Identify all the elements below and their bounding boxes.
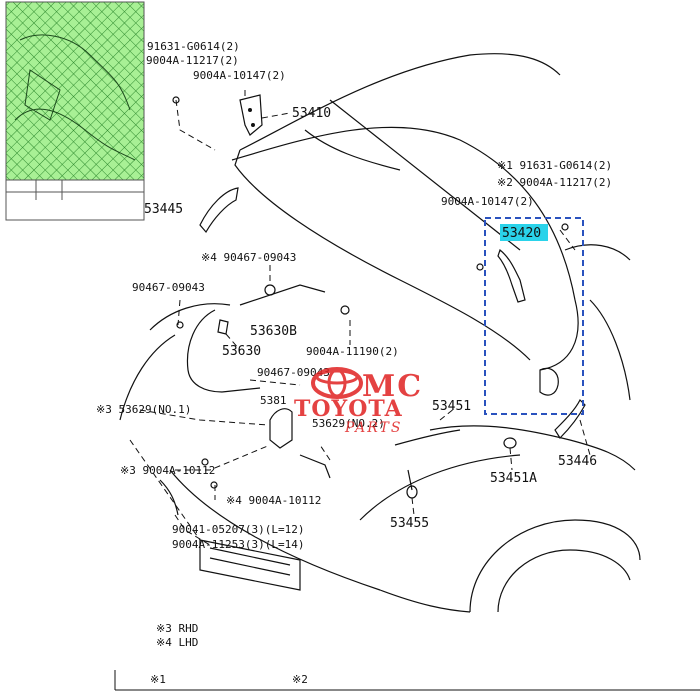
hood-stay-rod: [186, 284, 326, 393]
label-part-53445: 53445: [144, 202, 183, 217]
small-parts: [172, 96, 586, 499]
legend-x4: ※4 LHD: [156, 636, 198, 649]
label-ref-x3-9004a-10112: ※3 9004A-10112: [120, 464, 215, 477]
label-note-x1-91631: ※1 91631-G0614(2): [497, 159, 612, 172]
label-ref-9004a-11253: 9004A-11253(3)(L=14): [172, 538, 304, 551]
label-part-5381x: 5381: [260, 394, 287, 407]
label-ref-9004a-11217-top: 9004A-11217(2): [146, 54, 239, 67]
hood-outline: [231, 53, 579, 371]
label-ref-x3-53629: ※3 53629(NO.1): [96, 403, 191, 416]
label-ref-90467-mid: 90467-09043: [257, 366, 330, 379]
label-ref-x4-90467: ※4 90467-09043: [201, 251, 296, 264]
watermark-mc: MC: [362, 369, 423, 404]
watermark-parts: PARTS: [344, 420, 402, 436]
label-part-53451: 53451: [432, 399, 471, 414]
label-ref-90467-left: 90467-09043: [132, 281, 205, 294]
vehicle-body: [119, 244, 641, 613]
label-note-x2-9004a: ※2 9004A-11217(2): [497, 176, 612, 189]
footer-x2: ※2: [292, 673, 308, 686]
legend-x3: ※3 RHD: [156, 622, 198, 635]
watermark-toyota: TOYOTA: [294, 396, 403, 422]
watermark-logo: MC TOYOTA PARTS: [294, 367, 423, 436]
label-part-53630: 53630: [222, 344, 261, 359]
overview-thumbnail[interactable]: [5, 1, 145, 221]
label-part-53455: 53455: [390, 516, 429, 531]
label-part-53451a: 53451A: [490, 471, 537, 486]
leader-lines: [129, 90, 591, 546]
label-part-53629-no2: 53629(NO.2): [312, 417, 385, 430]
label-part-53420: 53420: [502, 226, 541, 241]
toyota-emblem-icon: [311, 367, 363, 399]
footer-x1: ※1: [150, 673, 166, 686]
label-part-53446: 53446: [558, 454, 597, 469]
label-part-53410: 53410: [292, 106, 331, 121]
highlight-box-53420[interactable]: [484, 217, 584, 415]
label-ref-x4-9004a-10112: ※4 9004A-10112: [226, 494, 321, 507]
label-ref-9004a-10147-top: 9004A-10147(2): [193, 69, 286, 82]
label-part-53630b: 53630B: [250, 324, 297, 339]
hood-hinge-right: [497, 248, 559, 396]
label-highlight-53420: [500, 224, 548, 241]
label-ref-91631-top: 91631-G0614(2): [147, 40, 240, 53]
hood-hinge-left: [239, 94, 263, 136]
label-ref-90041: 90041-05207(3)(L=12): [172, 523, 304, 536]
label-ref-9004a-10147-right: 9004A-10147(2): [441, 195, 534, 208]
part-labels: 91631-G0614(2) 9004A-11217(2) 9004A-1014…: [96, 40, 612, 686]
label-ref-9004a-11190: 9004A-11190(2): [306, 345, 399, 358]
